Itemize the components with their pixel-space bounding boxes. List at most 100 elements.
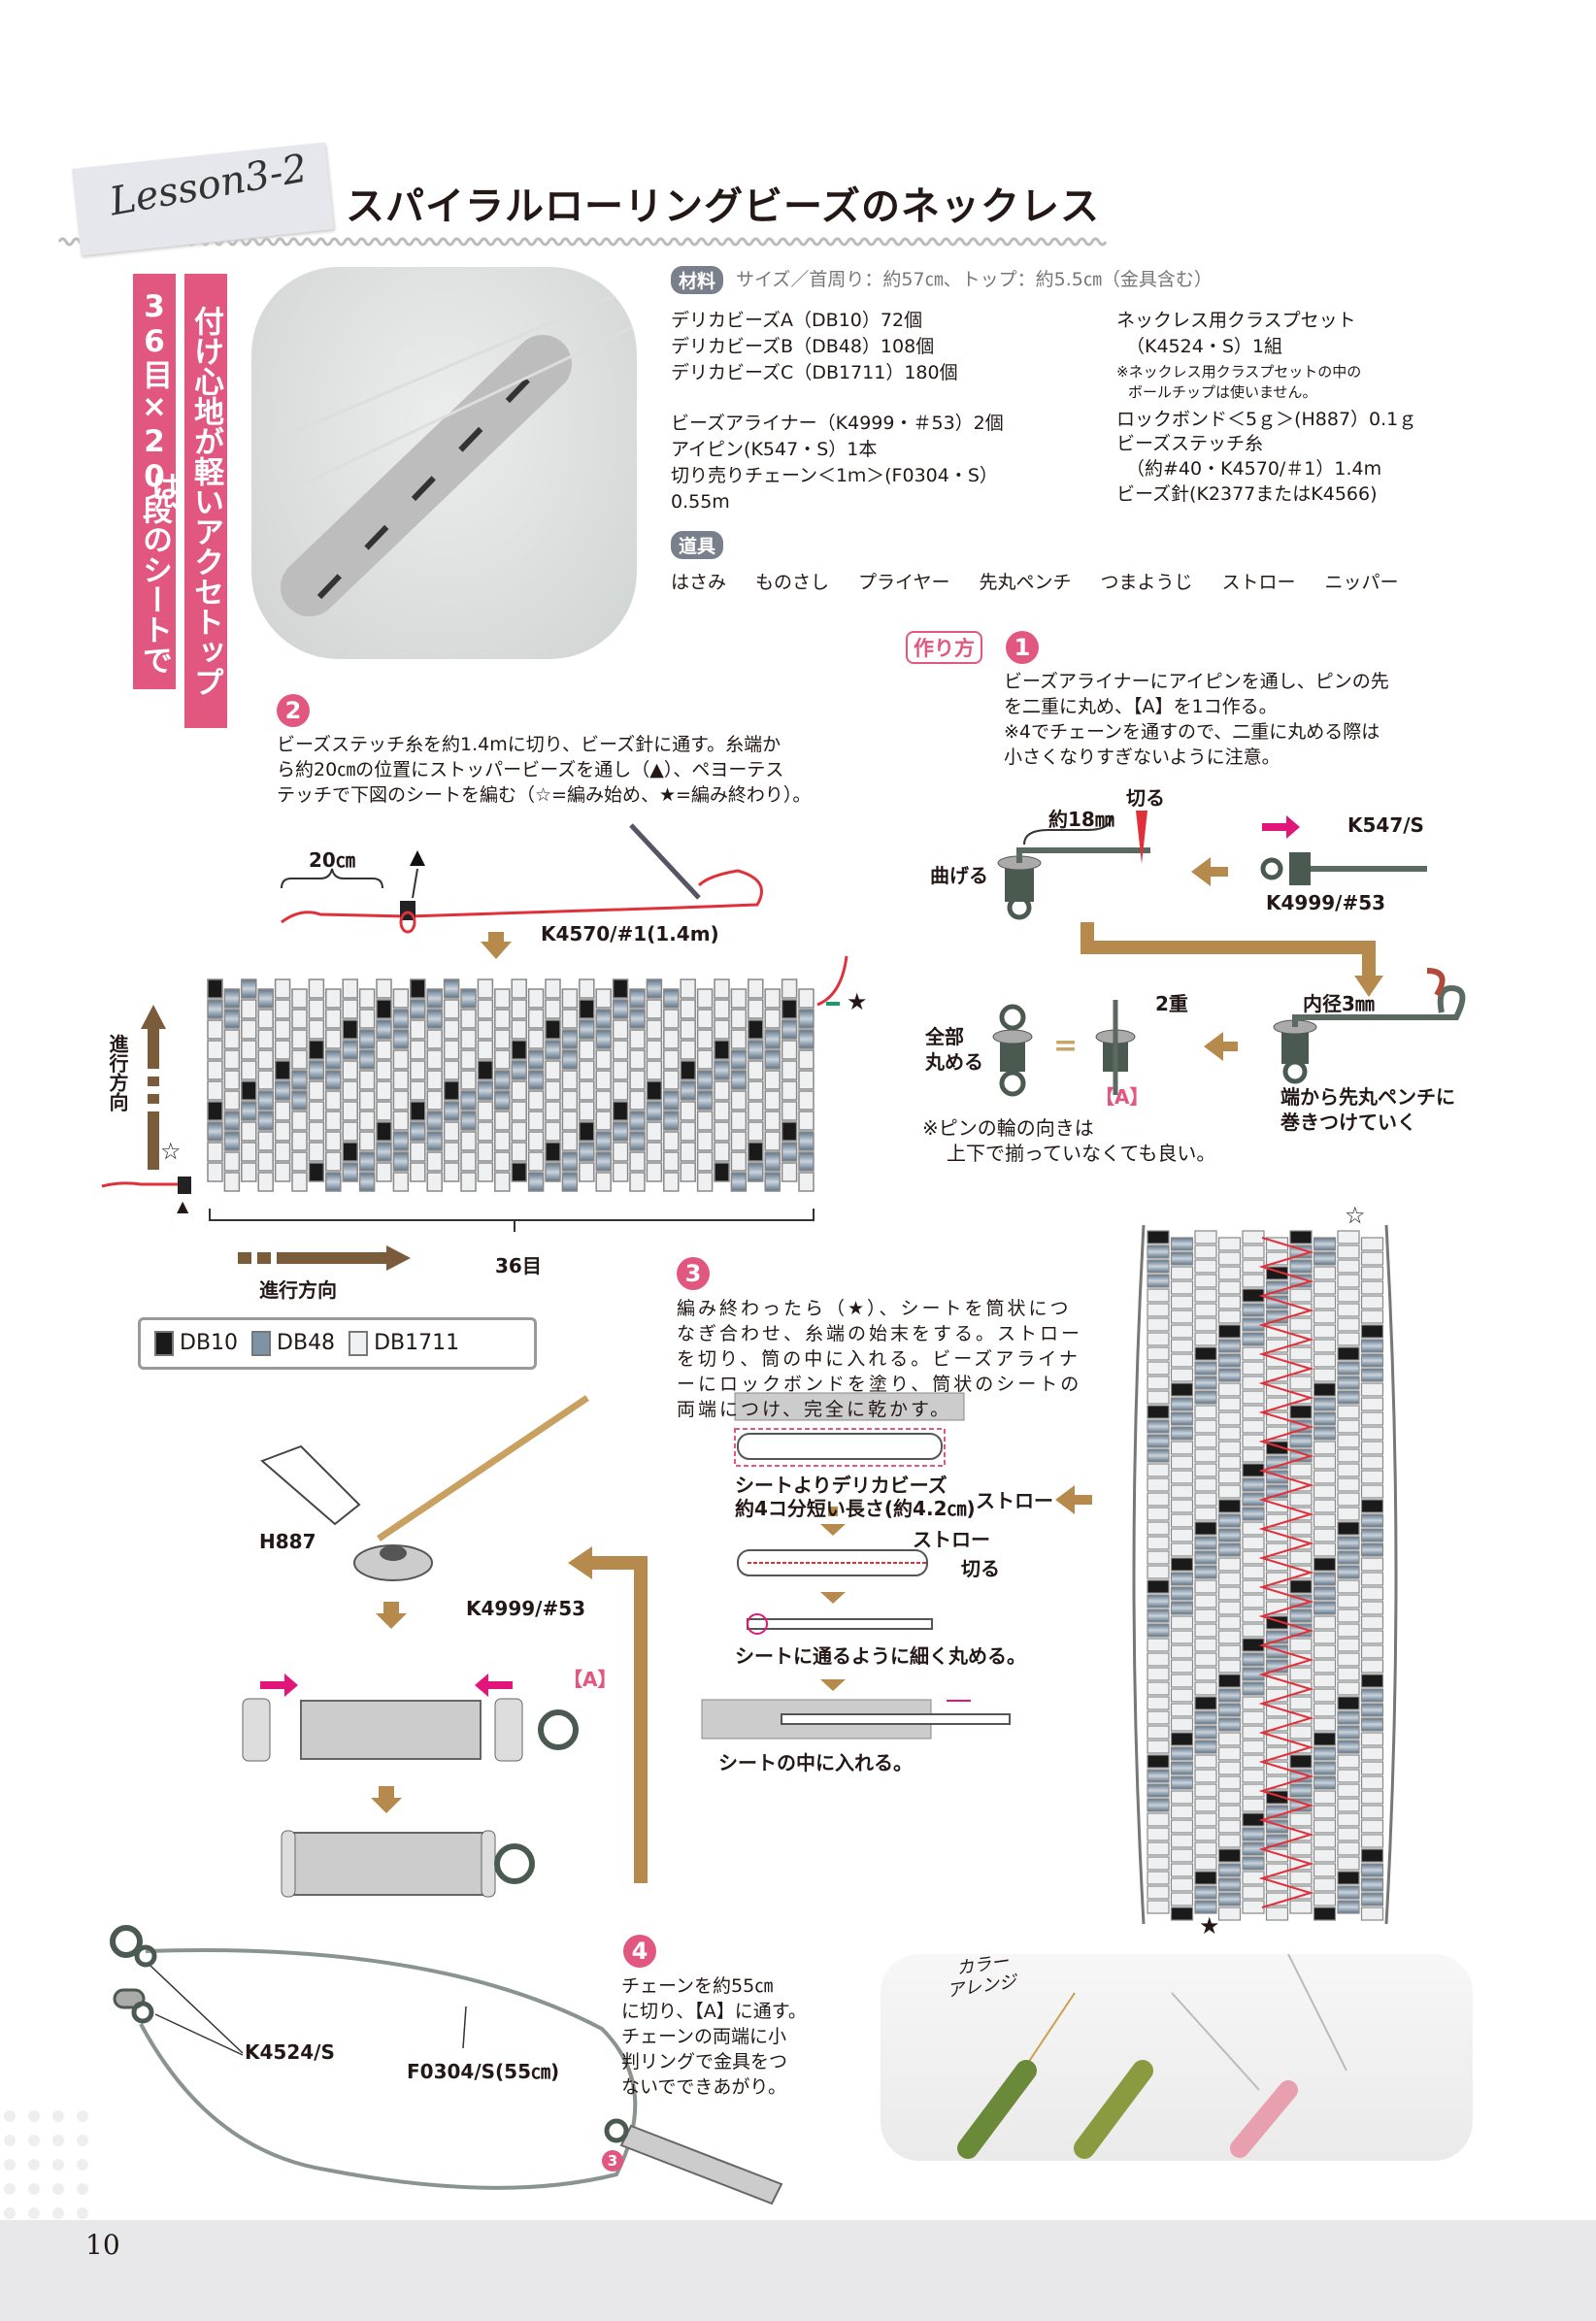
bead: [1313, 1644, 1337, 1659]
bead: [308, 1142, 325, 1162]
decor-dot: [28, 2110, 40, 2122]
bead: [595, 1111, 612, 1131]
stopper-triangle: ▲: [177, 1197, 189, 1215]
bead: [1147, 1783, 1170, 1798]
bead: [629, 1029, 646, 1049]
bead: [477, 1080, 494, 1101]
step4-line: 判リングで金具をつ: [621, 2051, 788, 2072]
label-36-stitches: 36目: [495, 1254, 542, 1277]
bead: [1313, 1819, 1337, 1834]
bead: [781, 1080, 798, 1101]
bead: [1313, 1324, 1337, 1339]
bead: [1337, 1405, 1360, 1419]
label-straw: ストロー: [913, 1528, 990, 1551]
bead: [1194, 1783, 1217, 1798]
bead: [579, 1060, 595, 1080]
bead: [1289, 1230, 1313, 1244]
bead: [477, 1040, 494, 1060]
bead: [1242, 1827, 1265, 1841]
bead: [342, 978, 358, 999]
bead: [1313, 1397, 1337, 1411]
bead: [223, 1029, 241, 1049]
bead: [291, 1090, 308, 1111]
bead: [1242, 1565, 1265, 1579]
bead: [748, 978, 764, 999]
bead: [612, 1101, 629, 1121]
start-star: ☆: [160, 1138, 182, 1165]
bead: [1147, 1710, 1170, 1725]
bead: [477, 978, 494, 999]
bead: [1194, 1346, 1217, 1361]
bead: [1360, 1353, 1384, 1368]
step2-line: テッチで下図のシートを編む（☆=編み始め、★=編み終わり）。: [277, 784, 812, 806]
bead: [1194, 1274, 1217, 1288]
bead: [443, 999, 460, 1019]
decor-dot: [4, 2135, 16, 2146]
decor-dot: [28, 2159, 40, 2171]
bead: [1217, 1251, 1242, 1266]
bead: [1337, 1376, 1360, 1390]
bead: [1147, 1841, 1170, 1856]
bead: [257, 1090, 274, 1111]
bead: [342, 1060, 358, 1080]
bead: [410, 1080, 426, 1101]
bead: [1337, 1390, 1360, 1405]
legend-item: DB48: [251, 1331, 335, 1356]
bead: [748, 1080, 764, 1101]
bead: [1147, 1754, 1170, 1769]
bead: [579, 1040, 595, 1060]
bead: [1337, 1827, 1360, 1841]
bead: [1242, 1448, 1265, 1463]
bead: [595, 1131, 612, 1151]
bead: [646, 1162, 663, 1182]
bead: [1313, 1528, 1337, 1542]
bead: [1194, 1317, 1217, 1332]
bead: [595, 1090, 612, 1111]
tool-item: ものさし: [755, 572, 830, 593]
bead: [1337, 1259, 1360, 1274]
bead: [612, 1019, 629, 1040]
bead: [748, 1162, 764, 1182]
bead: [511, 1121, 527, 1142]
bead: [1170, 1877, 1194, 1892]
bead: [1170, 1674, 1194, 1688]
tools-badge: 道具: [671, 531, 724, 559]
bead: [527, 1029, 545, 1049]
bead: [1360, 1717, 1384, 1732]
step1-line: 小さくなりすぎないように注意。: [1004, 746, 1280, 768]
bead: [291, 1111, 308, 1131]
bead: [426, 1090, 443, 1111]
bead: [527, 1151, 545, 1172]
bead: [1217, 1630, 1242, 1644]
bead: [1194, 1492, 1217, 1507]
bead: [781, 999, 798, 1019]
bead: [1360, 1542, 1384, 1557]
bead: [595, 1049, 612, 1070]
step2-line: ビーズステッチ糸を約1.4mに切り、ビーズ針に通す。糸端か: [277, 734, 781, 755]
materials-col1-4: アイピン(K547・S）1本: [671, 439, 878, 460]
bead: [1360, 1790, 1384, 1805]
bead: [1217, 1280, 1242, 1295]
bead: [274, 1040, 291, 1060]
bead: [257, 988, 274, 1009]
bead: [1170, 1688, 1194, 1703]
bead: [1170, 1805, 1194, 1819]
bead: [663, 1111, 680, 1131]
bead: [1360, 1674, 1384, 1688]
bead: [1194, 1769, 1217, 1783]
bead: [730, 1070, 748, 1090]
materials-col2-2: ※ネックレス用クラスプセットの中の: [1116, 363, 1362, 381]
bead: [730, 1009, 748, 1029]
bead: [730, 1151, 748, 1172]
bead: [1194, 1885, 1217, 1900]
bead: [561, 1090, 579, 1111]
bead: [1170, 1834, 1194, 1848]
bead: [1337, 1448, 1360, 1463]
bead: [646, 1080, 663, 1101]
bead: [714, 1019, 730, 1040]
bead: [1147, 1463, 1170, 1477]
bead: [1170, 1615, 1194, 1630]
bead: [1242, 1798, 1265, 1812]
bead: [1170, 1717, 1194, 1732]
bead: [325, 1090, 342, 1111]
